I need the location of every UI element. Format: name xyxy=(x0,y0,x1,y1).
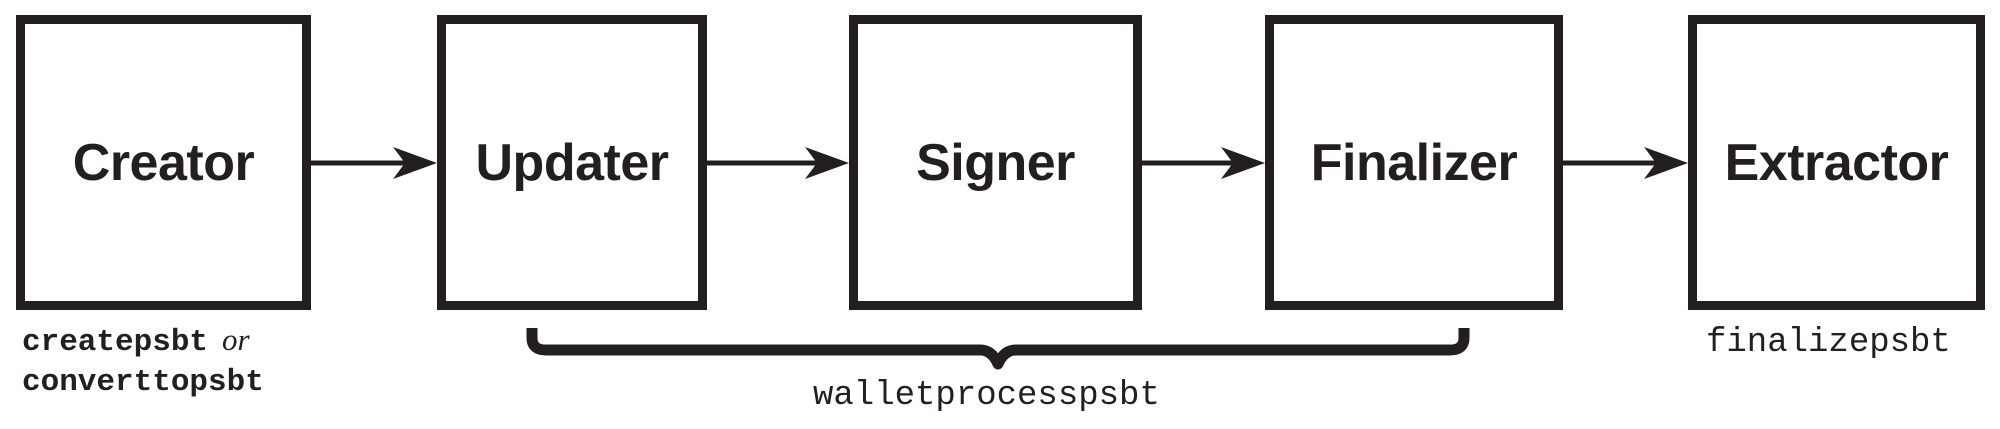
stage-label-extractor: Extractor xyxy=(1724,133,1949,192)
caption-finalizepsbt: finalizepsbt xyxy=(1706,324,1951,362)
stage-box-finalizer: Finalizer xyxy=(1265,15,1563,310)
stage-label-finalizer: Finalizer xyxy=(1310,133,1518,192)
arrow-creator-to-updater xyxy=(311,147,437,179)
caption-creator-line1: createpsbt or xyxy=(22,320,264,363)
stage-label-creator: Creator xyxy=(72,133,255,192)
stage-label-updater: Updater xyxy=(475,133,669,192)
caption-or-conjunction: or xyxy=(222,322,250,357)
grouping-brace xyxy=(526,328,1470,370)
arrow-signer-to-finalizer xyxy=(1142,147,1265,179)
caption-converttopsbt: converttopsbt xyxy=(22,364,264,400)
stage-box-extractor: Extractor xyxy=(1688,15,1985,310)
stage-box-updater: Updater xyxy=(437,15,707,310)
caption-createpsbt: createpsbt xyxy=(22,325,209,360)
stage-box-creator: Creator xyxy=(16,15,311,310)
stage-label-signer: Signer xyxy=(916,133,1075,192)
arrow-finalizer-to-extractor xyxy=(1563,147,1688,179)
arrow-updater-to-signer xyxy=(707,147,849,179)
stage-box-signer: Signer xyxy=(849,15,1142,310)
caption-walletprocesspsbt: walletprocesspsbt xyxy=(813,377,1160,415)
caption-creator: createpsbt or converttopsbt xyxy=(22,320,264,402)
